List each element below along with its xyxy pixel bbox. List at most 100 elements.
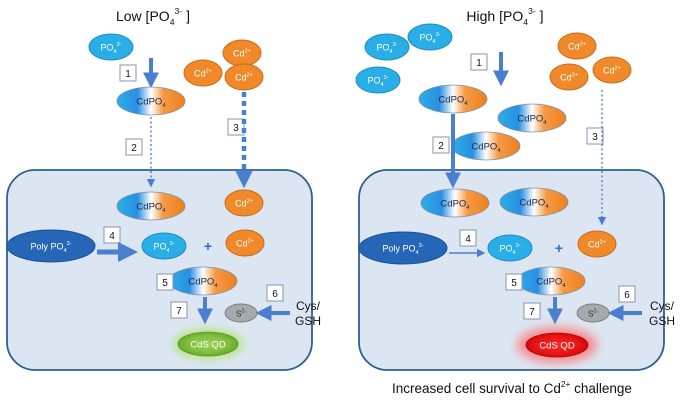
cadmium-ellipse-icon <box>225 229 265 257</box>
step-number-box: 6 <box>266 284 284 302</box>
cadmium-label: Cd2+ <box>235 198 253 208</box>
cdpo4-complex: CdPO4 <box>418 84 488 114</box>
step-number-box: 3 <box>586 127 604 145</box>
cdpo4-label: CdPO4 <box>536 277 566 290</box>
cadmium-ellipse-icon <box>557 32 597 60</box>
cadmium-ion: Cd2+ <box>592 56 632 84</box>
step-number: 7 <box>176 306 182 317</box>
step-number-box: 2 <box>125 138 143 156</box>
cds-qd-label: CdS QD <box>539 341 575 352</box>
step-number: 4 <box>109 231 115 242</box>
cadmium-ellipse-icon <box>183 59 223 87</box>
cadmium-label: Cd2+ <box>588 239 606 249</box>
cadmium-ellipse-icon <box>577 230 617 258</box>
step-box-icon <box>119 64 137 82</box>
cadmium-ion: Cd2+ <box>577 230 617 258</box>
cds-quantum-dot-icon <box>177 331 239 357</box>
cdpo4-gradient-icon <box>499 187 569 217</box>
phosphate-ellipse-icon <box>407 23 453 51</box>
cdpo4-label: CdPO4 <box>188 277 218 290</box>
step-number: 3 <box>233 123 239 134</box>
cadmium-ellipse-icon <box>592 56 632 84</box>
cdpo4-label: CdPO4 <box>471 142 501 155</box>
cys-gsh-label: Cys/ <box>650 299 675 313</box>
step-number: 2 <box>438 141 444 152</box>
step-number: 1 <box>476 58 482 69</box>
cdpo4-label: CdPO4 <box>440 199 470 212</box>
polyphosphate-ellipse-icon <box>358 231 448 265</box>
cdpo4-complex: CdPO4 <box>168 266 238 296</box>
phosphate-ellipse-icon <box>141 232 187 260</box>
step-box-icon <box>170 301 188 319</box>
cadmium-ion: Cd2+ <box>224 189 264 217</box>
cds-qd-label: CdS QD <box>190 340 226 351</box>
polyphosphate-label: Poly PO43- <box>30 241 71 254</box>
cys-gsh-label: Cys/ <box>296 299 321 313</box>
step-number-box: 7 <box>170 301 188 319</box>
cdpo4-complex: CdPO4 <box>116 86 186 116</box>
cadmium-ellipse-icon <box>224 189 264 217</box>
phosphate-label: PO43- <box>499 243 520 256</box>
step-box-icon <box>505 273 523 291</box>
sulfide-label: S2- <box>236 309 247 319</box>
step-box-icon <box>586 127 604 145</box>
step-box-icon <box>470 53 488 71</box>
step-box-icon <box>103 226 121 244</box>
step-number: 7 <box>529 307 535 318</box>
plus-sign: + <box>204 238 212 254</box>
phosphate-label: PO43- <box>100 42 121 55</box>
phosphate-label: PO43- <box>367 75 388 88</box>
cadmium-ion: Cd2+ <box>222 39 262 67</box>
step-box-icon <box>227 118 245 136</box>
step-number-box: 1 <box>119 64 137 82</box>
step-number-box: 4 <box>459 229 477 247</box>
step-box-icon <box>618 285 636 303</box>
cadmium-label: Cd2+ <box>603 65 621 75</box>
cadmium-label: Cd2+ <box>560 72 578 82</box>
step-number: 6 <box>624 290 630 301</box>
cdpo4-gradient-icon <box>116 191 186 221</box>
step-number: 4 <box>465 234 471 245</box>
cadmium-label: Cd2+ <box>236 238 254 248</box>
phosphate-ion: PO43- <box>487 234 533 262</box>
cdpo4-complex: CdPO4 <box>116 191 186 221</box>
panel-low-phosphate: Low [PO43- ]PO43-1CdPO4Cd2+Cd2+Cd2+23CdP… <box>6 6 321 371</box>
panel-title: Low [PO43- ] <box>116 6 190 27</box>
cadmium-ion: Cd2+ <box>225 229 265 257</box>
step-box-icon <box>432 136 450 154</box>
cdpo4-gradient-icon <box>420 188 490 218</box>
cdpo4-label: CdPO4 <box>517 114 547 127</box>
phosphate-ellipse-icon <box>355 66 401 94</box>
cadmium-label: Cd2+ <box>235 72 253 82</box>
cdpo4-complex: CdPO4 <box>451 131 521 161</box>
phosphate-label: PO43- <box>419 32 440 45</box>
step-number-box: 2 <box>432 136 450 154</box>
plus-sign: + <box>555 240 563 256</box>
cadmium-ion: Cd2+ <box>183 59 223 87</box>
phosphate-ellipse-icon <box>364 33 410 61</box>
phosphate-ion: PO43- <box>364 33 410 61</box>
step-number-box: 4 <box>103 226 121 244</box>
phosphate-label: PO43- <box>376 42 397 55</box>
cds-quantum-dot-icon <box>525 332 589 358</box>
phosphate-ion: PO43- <box>141 232 187 260</box>
phosphate-ellipse-icon <box>487 234 533 262</box>
cadmium-label: Cd2+ <box>194 68 212 78</box>
cdpo4-label: CdPO4 <box>438 95 468 108</box>
cadmium-ellipse-icon <box>224 63 264 91</box>
phosphate-ion: PO43- <box>88 33 134 61</box>
cdpo4-label: CdPO4 <box>136 202 166 215</box>
cdpo4-gradient-icon <box>116 86 186 116</box>
phosphate-ion: PO43- <box>407 23 453 51</box>
step-number: 2 <box>131 143 137 154</box>
polyphosphate-label: Poly PO43- <box>382 243 423 256</box>
step-number-box: 1 <box>470 53 488 71</box>
caption: Increased cell survival to Cd2+ challeng… <box>392 379 632 396</box>
panel-title: High [PO43- ] <box>466 6 543 27</box>
polyphosphate-ellipse-icon <box>6 229 96 263</box>
cys-gsh-label-line2: GSH <box>295 314 321 328</box>
cdpo4-gradient-icon <box>418 84 488 114</box>
cdpo4-complex: CdPO4 <box>499 187 569 217</box>
